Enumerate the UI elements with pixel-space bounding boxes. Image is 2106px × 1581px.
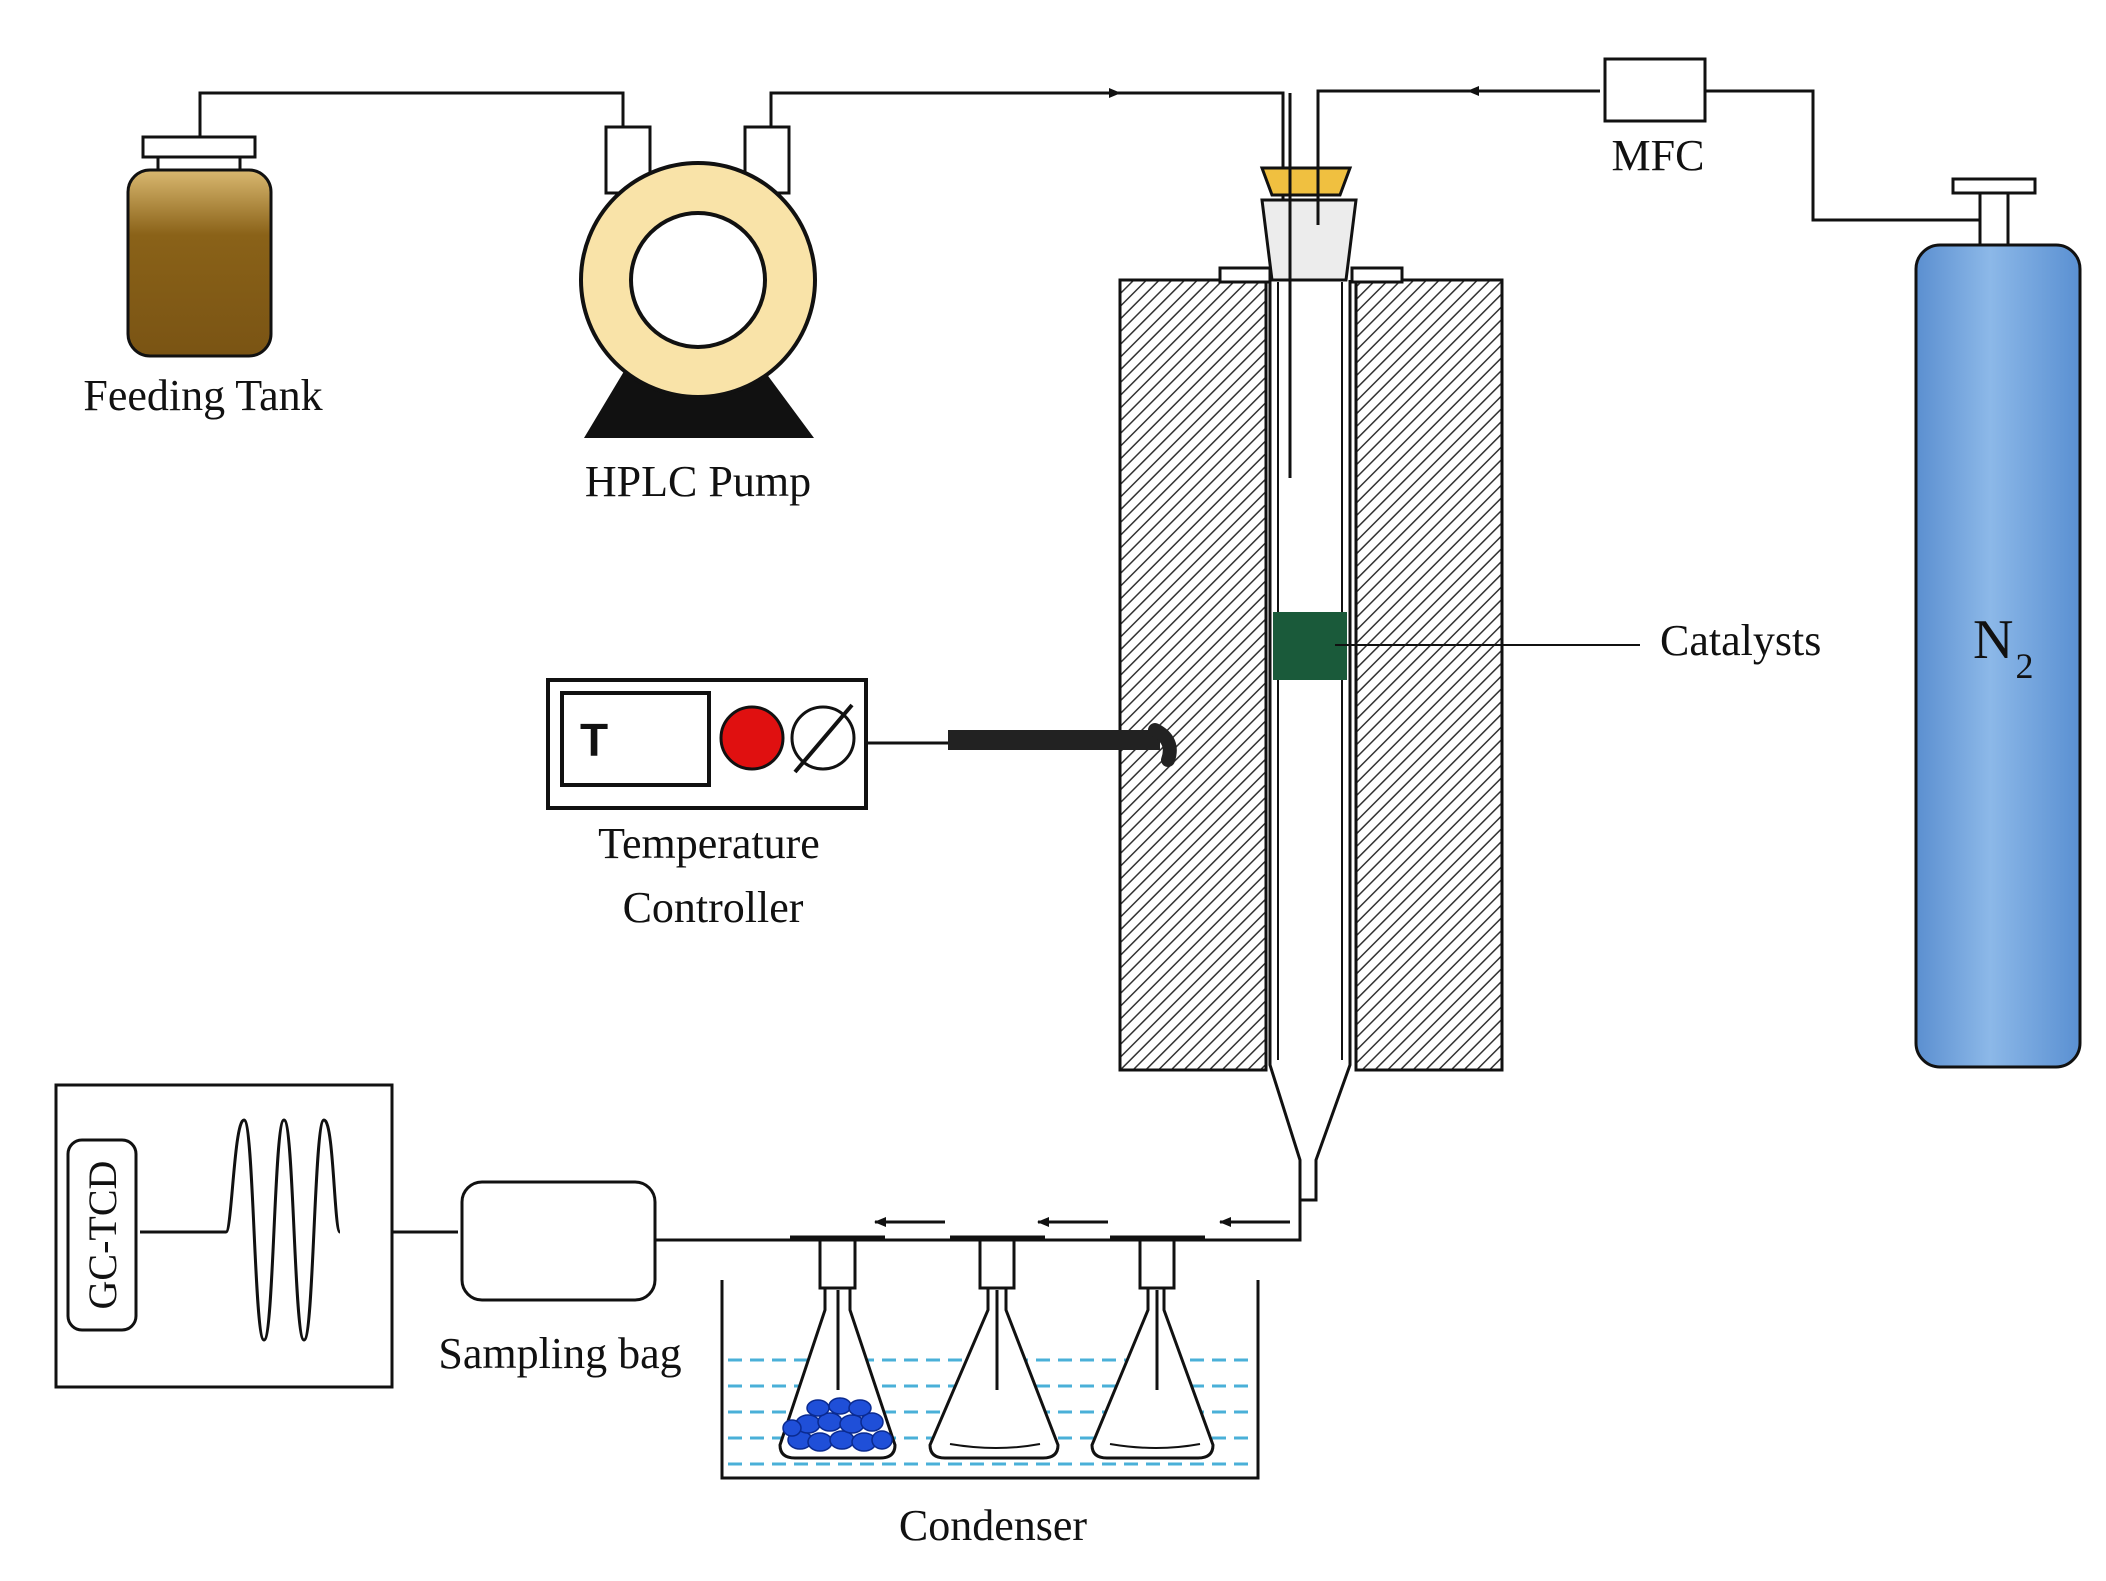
feeding-tank-label: Feeding Tank [83, 371, 322, 420]
cylinder-body [1914, 243, 2082, 1069]
mfc-label: MFC [1612, 131, 1705, 180]
catalyst-bed [1273, 612, 1347, 680]
reactor-outlet-line [1160, 1190, 1302, 1242]
chromatogram-signal [140, 1118, 342, 1342]
pipelines [137, 86, 1992, 1242]
mfc-box [1603, 57, 1707, 123]
temperature-controller: T [546, 678, 1177, 810]
controller-red-button [719, 705, 785, 771]
reactor-furnace [1118, 91, 1504, 1202]
n2-label: N2 [1973, 609, 2033, 686]
flask-head [1138, 1238, 1176, 1290]
n2-cylinder [1914, 177, 2082, 1069]
thermocouple-tip [1148, 723, 1177, 767]
condenser-bath [720, 1235, 1260, 1480]
reactor-top-joint [1260, 198, 1358, 282]
reactor-stopper [1259, 166, 1353, 197]
tank-body [126, 168, 273, 358]
hplc-pump-label: HPLC Pump [585, 457, 811, 506]
flask-bottom-line [1109, 1443, 1201, 1449]
sampling-bag-label: Sampling bag [438, 1329, 681, 1378]
gc-tcd-label: GC-TCD [80, 1161, 125, 1310]
tank-lid [141, 135, 257, 159]
flask-bottom-line [949, 1443, 1041, 1449]
gc-tcd-label-box [66, 1138, 138, 1332]
flask-head [818, 1238, 857, 1290]
condenser-flask-1 [778, 1235, 897, 1460]
condenser-flask-2 [928, 1235, 1060, 1460]
gc-tcd-instrument: GC-TCD [54, 1083, 394, 1389]
temperature-label-line2: Controller [623, 883, 804, 932]
n2-to-mfc-line [1706, 89, 1992, 222]
quartz-reactor-tube [1268, 280, 1352, 1202]
controller-dial-slash [793, 703, 854, 774]
furnace-left-half [1118, 278, 1268, 1072]
flask-body [1090, 1288, 1215, 1460]
flask-head [978, 1238, 1016, 1290]
mfc-to-reactor-line [1316, 89, 1600, 225]
hplc-pump [579, 125, 817, 438]
desiccant-pellets [782, 1397, 893, 1452]
tank-to-pump-line [198, 91, 625, 138]
controller-display-text: T [580, 714, 608, 766]
flask-body [928, 1288, 1060, 1460]
cylinder-valve-stem [1978, 191, 2010, 250]
thermocouple-probe [948, 730, 1160, 750]
reactor-clamp-left [1218, 266, 1272, 284]
sampling-bag [460, 1180, 657, 1302]
pump-head [629, 211, 767, 349]
bath-container [720, 1280, 1260, 1480]
feeding-tank [126, 135, 273, 358]
furnace-right-half [1354, 278, 1504, 1072]
catalysts-label: Catalysts [1660, 616, 1821, 665]
cylinder-valve-top [1951, 177, 2037, 195]
condenser-label: Condenser [899, 1501, 1088, 1550]
controller-display [560, 691, 711, 787]
reactor-clamp-right [1350, 266, 1404, 284]
condenser-flask-3 [1090, 1235, 1215, 1460]
temperature-label-line1: Temperature [598, 819, 820, 868]
